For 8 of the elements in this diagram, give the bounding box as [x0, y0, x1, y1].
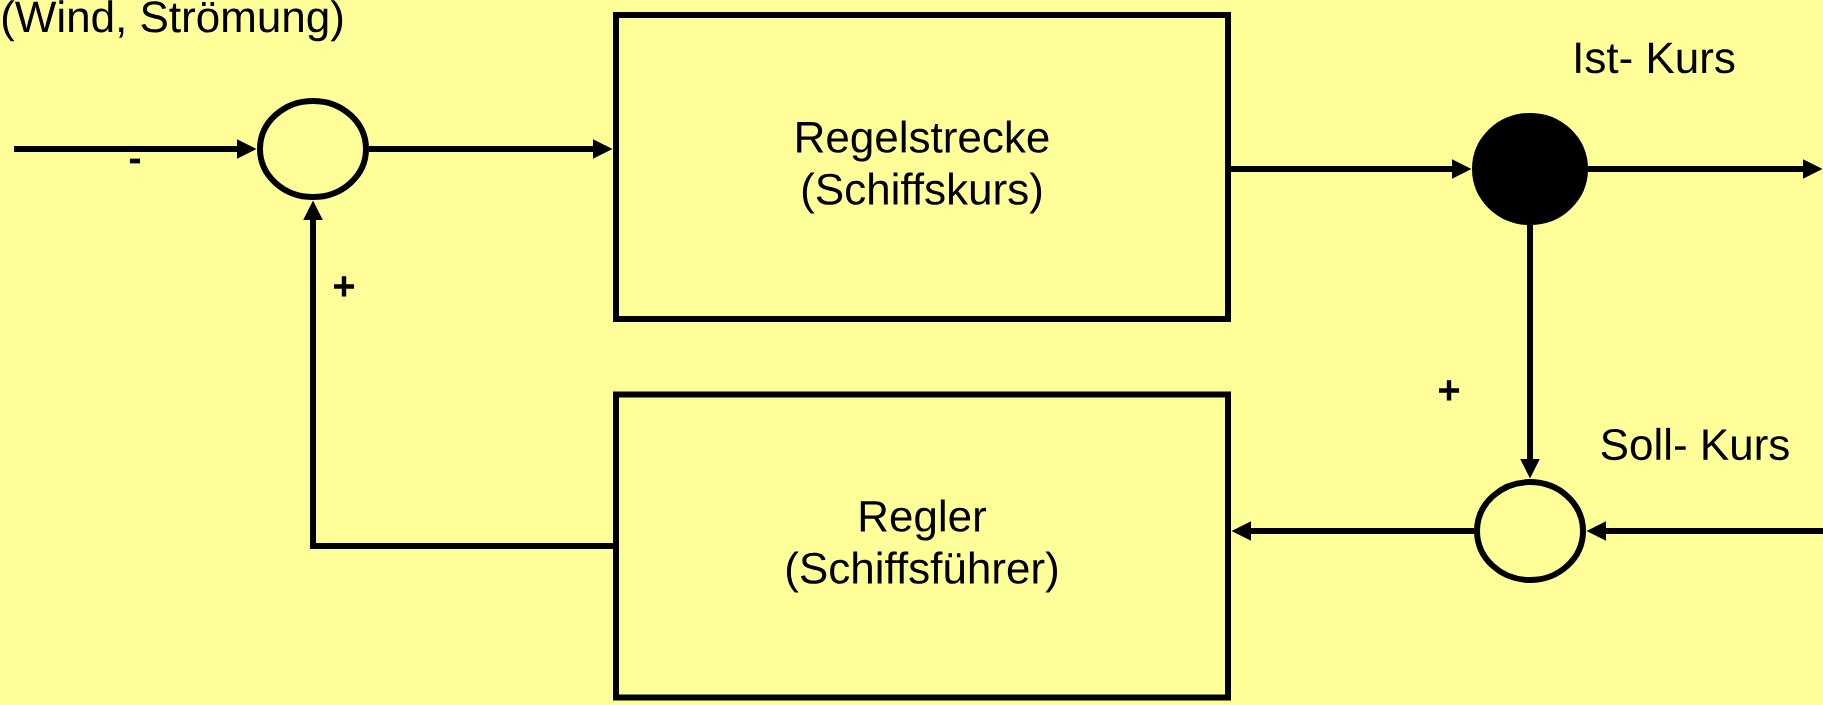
summing-junction	[257, 98, 369, 200]
summing-junction	[1474, 479, 1586, 583]
block-box: Regler (Schiffsführer)	[613, 391, 1231, 701]
sign-label: -	[129, 158, 141, 164]
sign-label: +	[334, 276, 355, 297]
branch-point	[1472, 113, 1588, 225]
sign-label: +	[1439, 380, 1460, 401]
block-box: Regelstrecke (Schiffskurs)	[613, 12, 1231, 322]
